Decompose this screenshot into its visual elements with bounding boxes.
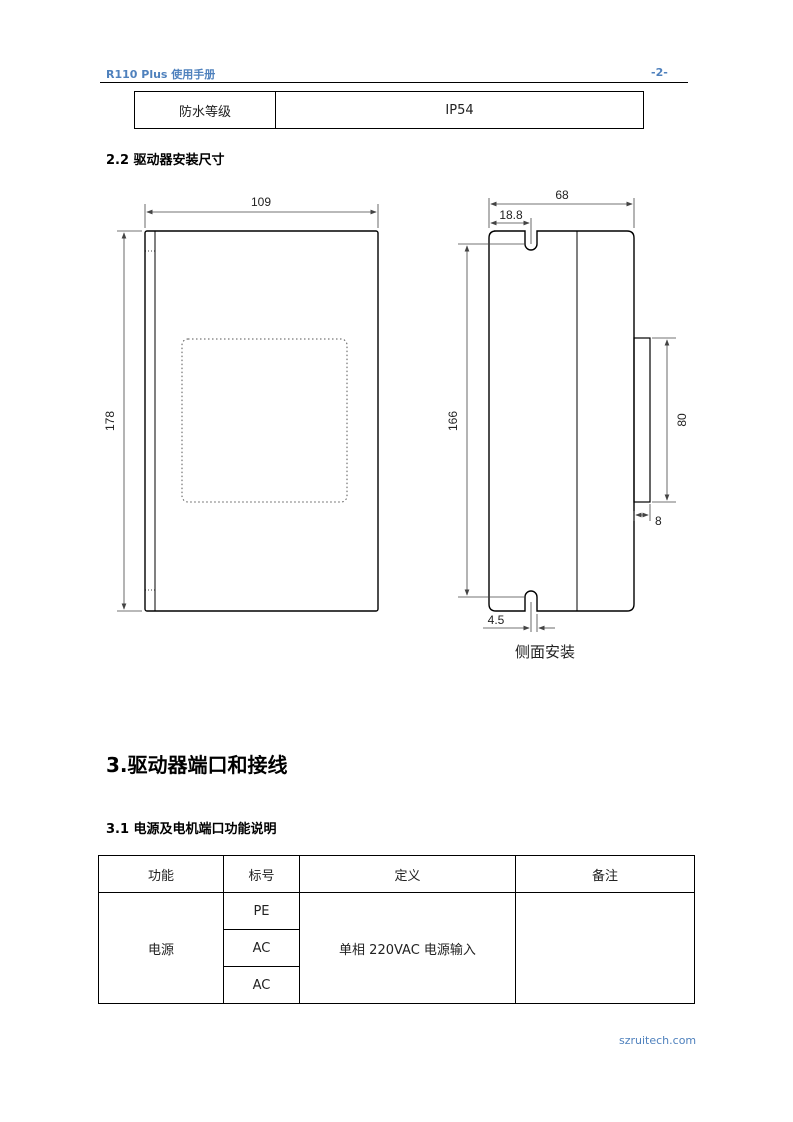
side-view: 68 18.8 166 80 8 4.5 侧面安装 <box>446 188 689 661</box>
installation-drawing: 109 178 68 18.8 166 80 8 <box>103 188 689 661</box>
header-title: R110 Plus 使用手册 <box>106 68 216 81</box>
section-heading-3-1: 3.1 电源及电机端口功能说明 <box>106 822 277 837</box>
col-header-label: 标号 <box>223 855 300 893</box>
side-terminal-block <box>633 337 651 503</box>
col-header-note: 备注 <box>515 855 695 893</box>
page-number: -2- <box>651 66 668 79</box>
table-header-row: 功能 标号 定义 备注 <box>98 855 695 893</box>
definition-cell: 单相 220VAC 电源输入 <box>299 892 516 1004</box>
section-heading-2-2: 2.2 驱动器安装尺寸 <box>106 153 225 168</box>
dim-side-height-label: 166 <box>446 411 460 431</box>
function-cell: 电源 <box>98 892 224 1004</box>
header-divider <box>100 82 688 83</box>
side-view-caption: 侧面安装 <box>515 643 575 661</box>
port-table: 功能 标号 定义 备注 电源 PE 单相 220VAC 电源输入 AC AC <box>98 855 695 1004</box>
spec-table: 防水等级 IP54 <box>134 91 644 129</box>
front-view: 109 178 <box>103 195 379 612</box>
note-cell <box>515 892 695 1004</box>
dim-width-label: 109 <box>251 195 271 209</box>
section-heading-3: 3.驱动器端口和接线 <box>106 753 288 777</box>
col-header-function: 功能 <box>98 855 224 893</box>
label-cell: AC <box>223 966 300 1004</box>
side-body-outline <box>488 230 635 612</box>
front-body-outline <box>144 230 379 612</box>
footer-website: szruitech.com <box>619 1034 697 1047</box>
table-row: 防水等级 IP54 <box>134 91 644 129</box>
dim-terminal-height-label: 80 <box>675 413 689 427</box>
label-cell: AC <box>223 929 300 967</box>
table-row: AC <box>99 929 695 967</box>
dim-height-label: 178 <box>103 411 117 431</box>
table-row: AC <box>99 966 695 1004</box>
dim-offset-label: 18.8 <box>499 208 523 222</box>
front-label-area <box>181 338 348 503</box>
dim-side-width-label: 68 <box>555 188 569 202</box>
spec-label-cell: 防水等级 <box>134 91 276 129</box>
col-header-definition: 定义 <box>299 855 516 893</box>
table-row: 电源 PE 单相 220VAC 电源输入 <box>98 892 695 1004</box>
dim-terminal-depth-label: 8 <box>655 514 662 528</box>
spec-value-cell: IP54 <box>275 91 644 129</box>
dim-slot-label: 4.5 <box>488 613 505 627</box>
label-cell: PE <box>223 892 300 930</box>
